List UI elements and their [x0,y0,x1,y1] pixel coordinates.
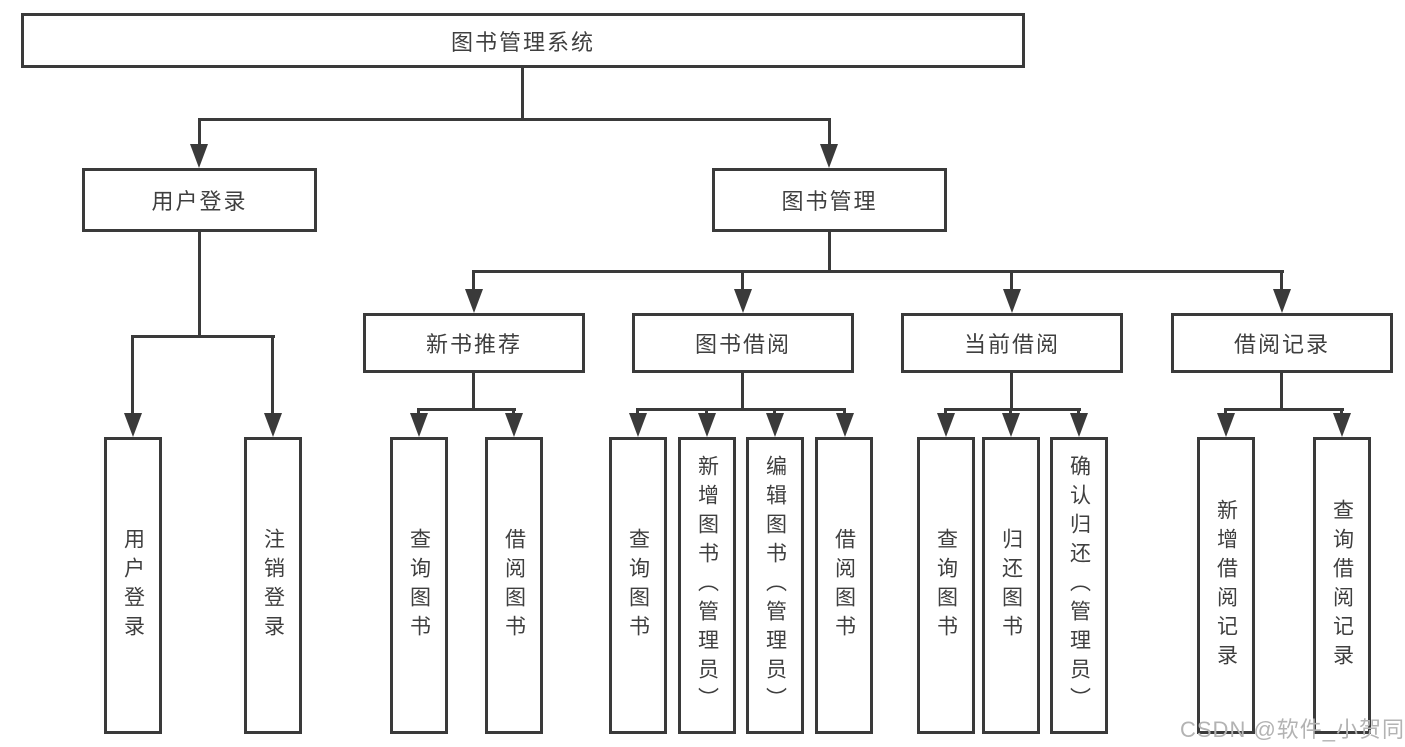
arrowhead-icon [1002,413,1020,437]
leaf-logout-label: 注销登录 [261,527,285,644]
leaf-borrow-books-2-label: 借阅图书 [832,527,856,644]
node-book-management: 图书管理 [712,168,947,232]
connector-stem [741,373,744,411]
leaf-add-borrow-record: 新增借阅记录 [1197,437,1255,734]
connector-drop-level3 [1010,270,1013,295]
connector-drop-leaf [131,335,134,418]
leaf-user-login-label: 用户登录 [121,527,145,644]
arrowhead-icon [1273,289,1291,313]
node-user-login: 用户登录 [82,168,317,232]
connector-level2-rail [198,118,831,121]
node-book-borrow: 图书借阅 [632,313,854,373]
connector-drop-user-login [198,118,201,150]
connector-user-login-stem [198,232,201,338]
leaf-confirm-return-admin-label: 确认归还（管理员） [1067,455,1091,716]
connector-rail [636,408,846,411]
arrowhead-icon [1003,289,1021,313]
connector-stem [472,373,475,411]
arrowhead-icon [410,413,428,437]
node-library-management-system: 图书管理系统 [21,13,1025,68]
node-current-borrow: 当前借阅 [901,313,1123,373]
leaf-add-books-admin: 新增图书（管理员） [678,437,736,734]
leaf-return-books-label: 归还图书 [999,527,1023,644]
leaf-query-books-3: 查询图书 [917,437,975,734]
arrowhead-icon [1333,413,1351,437]
leaf-edit-books-admin: 编辑图书（管理员） [746,437,804,734]
leaf-query-books-3-label: 查询图书 [934,527,958,644]
leaf-query-books-1: 查询图书 [390,437,448,734]
connector-drop-level3 [472,270,475,295]
arrowhead-icon [734,289,752,313]
arrowhead-icon [766,413,784,437]
leaf-query-books-2: 查询图书 [609,437,667,734]
leaf-return-books: 归还图书 [982,437,1040,734]
connector-drop-level3 [1280,270,1283,295]
leaf-borrow-books-1-label: 借阅图书 [502,527,526,644]
leaf-add-books-admin-label: 新增图书（管理员） [695,455,719,716]
arrowhead-icon [1217,413,1235,437]
leaf-borrow-books-2: 借阅图书 [815,437,873,734]
connector-book-management-stem [828,232,831,273]
leaf-borrow-books-1: 借阅图书 [485,437,543,734]
csdn-watermark: CSDN @软件_小贺同学 [1180,717,1405,742]
arrowhead-icon [190,144,208,168]
arrowhead-icon [264,413,282,437]
leaf-query-books-2-label: 查询图书 [626,527,650,644]
connector-drop-book-management [828,118,831,150]
node-new-book-recommend: 新书推荐 [363,313,585,373]
arrowhead-icon [465,289,483,313]
connector-rail [1224,408,1344,411]
leaf-query-books-1-label: 查询图书 [407,527,431,644]
connector-level3-rail [472,270,1284,273]
arrowhead-icon [505,413,523,437]
arrowhead-icon [629,413,647,437]
leaf-edit-books-admin-label: 编辑图书（管理员） [763,455,787,716]
connector-rail [944,408,1081,411]
arrowhead-icon [124,413,142,437]
leaf-user-login: 用户登录 [104,437,162,734]
node-borrow-records: 借阅记录 [1171,313,1393,373]
connector-user-login-rail [131,335,275,338]
leaf-query-borrow-record-label: 查询借阅记录 [1330,498,1354,673]
connector-stem [1010,373,1013,411]
leaf-query-borrow-record: 查询借阅记录 [1313,437,1371,734]
arrowhead-icon [937,413,955,437]
connector-drop-level3 [741,270,744,295]
connector-stem [1280,373,1283,411]
connector-drop-leaf [271,335,274,418]
arrowhead-icon [836,413,854,437]
leaf-confirm-return-admin: 确认归还（管理员） [1050,437,1108,734]
leaf-add-borrow-record-label: 新增借阅记录 [1214,498,1238,673]
leaf-logout: 注销登录 [244,437,302,734]
connector-root-stem [521,68,524,118]
arrowhead-icon [698,413,716,437]
connector-rail [417,408,516,411]
arrowhead-icon [1070,413,1088,437]
arrowhead-icon [820,144,838,168]
